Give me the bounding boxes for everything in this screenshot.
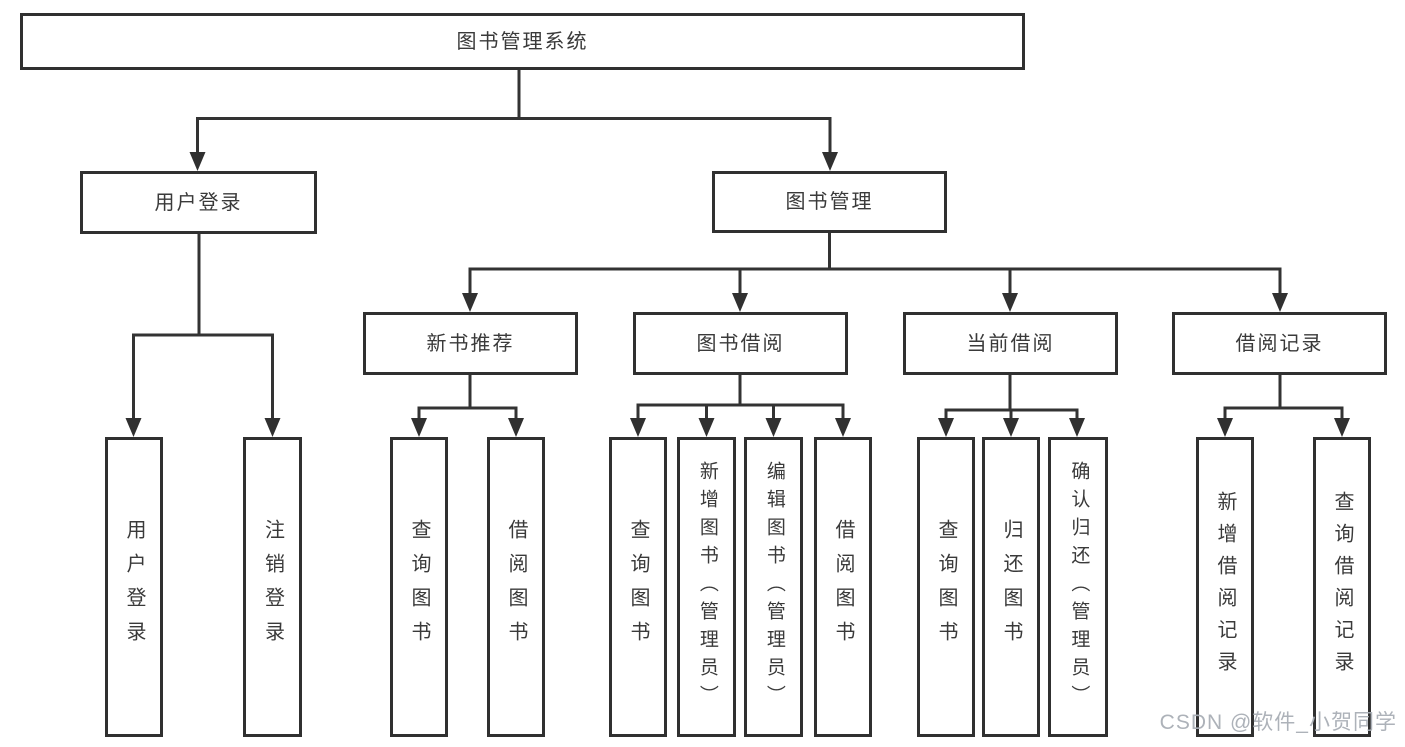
leaf-confirm-return-admin: 确认归还（管理员） <box>1048 437 1108 737</box>
leaf-logout: 注销登录 <box>243 437 302 737</box>
leaf-query-books-recommend: 查询图书 <box>390 437 448 737</box>
leaf-user-login: 用户登录 <box>105 437 163 737</box>
group-current-borrowing: 当前借阅 <box>903 312 1118 375</box>
group-new-book-recommend: 新书推荐 <box>363 312 578 375</box>
node-book-management: 图书管理 <box>712 171 947 233</box>
leaf-borrow-books-recommend: 借阅图书 <box>487 437 545 737</box>
group-borrow-records: 借阅记录 <box>1172 312 1387 375</box>
leaf-query-borrow-record: 查询借阅记录 <box>1313 437 1371 737</box>
leaf-add-book-admin: 新增图书（管理员） <box>677 437 736 737</box>
leaf-edit-book-admin: 编辑图书（管理员） <box>744 437 803 737</box>
leaf-add-borrow-record: 新增借阅记录 <box>1196 437 1254 737</box>
leaf-query-books-borrowing: 查询图书 <box>609 437 667 737</box>
leaf-borrow-books-borrowing: 借阅图书 <box>814 437 872 737</box>
leaf-return-books: 归还图书 <box>982 437 1040 737</box>
watermark: CSDN @软件_小贺同学 <box>1159 711 1397 734</box>
leaf-query-books-current: 查询图书 <box>917 437 975 737</box>
node-root: 图书管理系统 <box>20 13 1025 70</box>
group-book-borrowing: 图书借阅 <box>633 312 848 375</box>
node-user-login: 用户登录 <box>80 171 317 234</box>
